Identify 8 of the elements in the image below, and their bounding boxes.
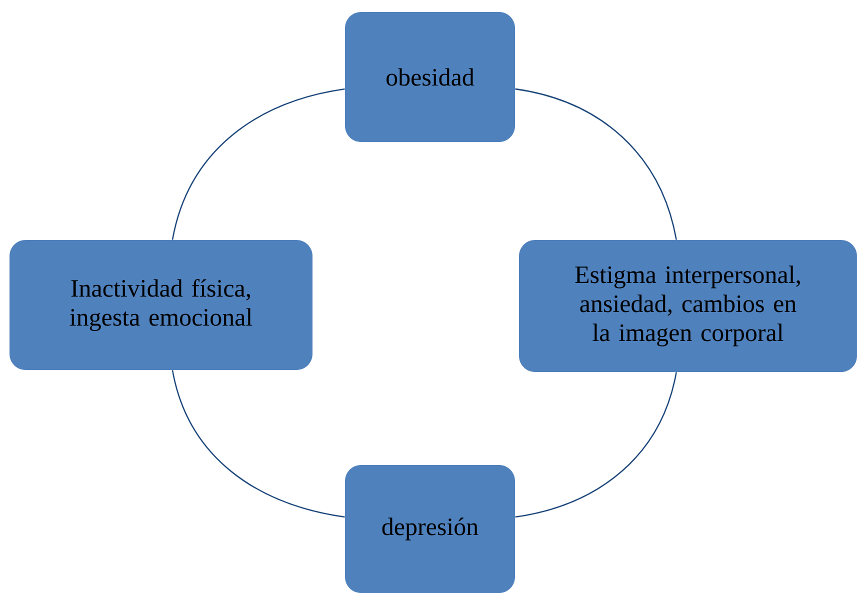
connector-arc: [515, 372, 677, 518]
process-box: Inactividad física, ingesta emocional: [10, 240, 312, 370]
connector-arc: [172, 88, 345, 240]
connector-arc: [172, 370, 345, 518]
process-box: depresión: [345, 464, 515, 593]
process-box: obesidad: [345, 12, 515, 142]
process-box: Estigma interpersonal, ansiedad, cambios en la imagen corporal: [519, 240, 857, 372]
connector-arc: [515, 88, 677, 240]
